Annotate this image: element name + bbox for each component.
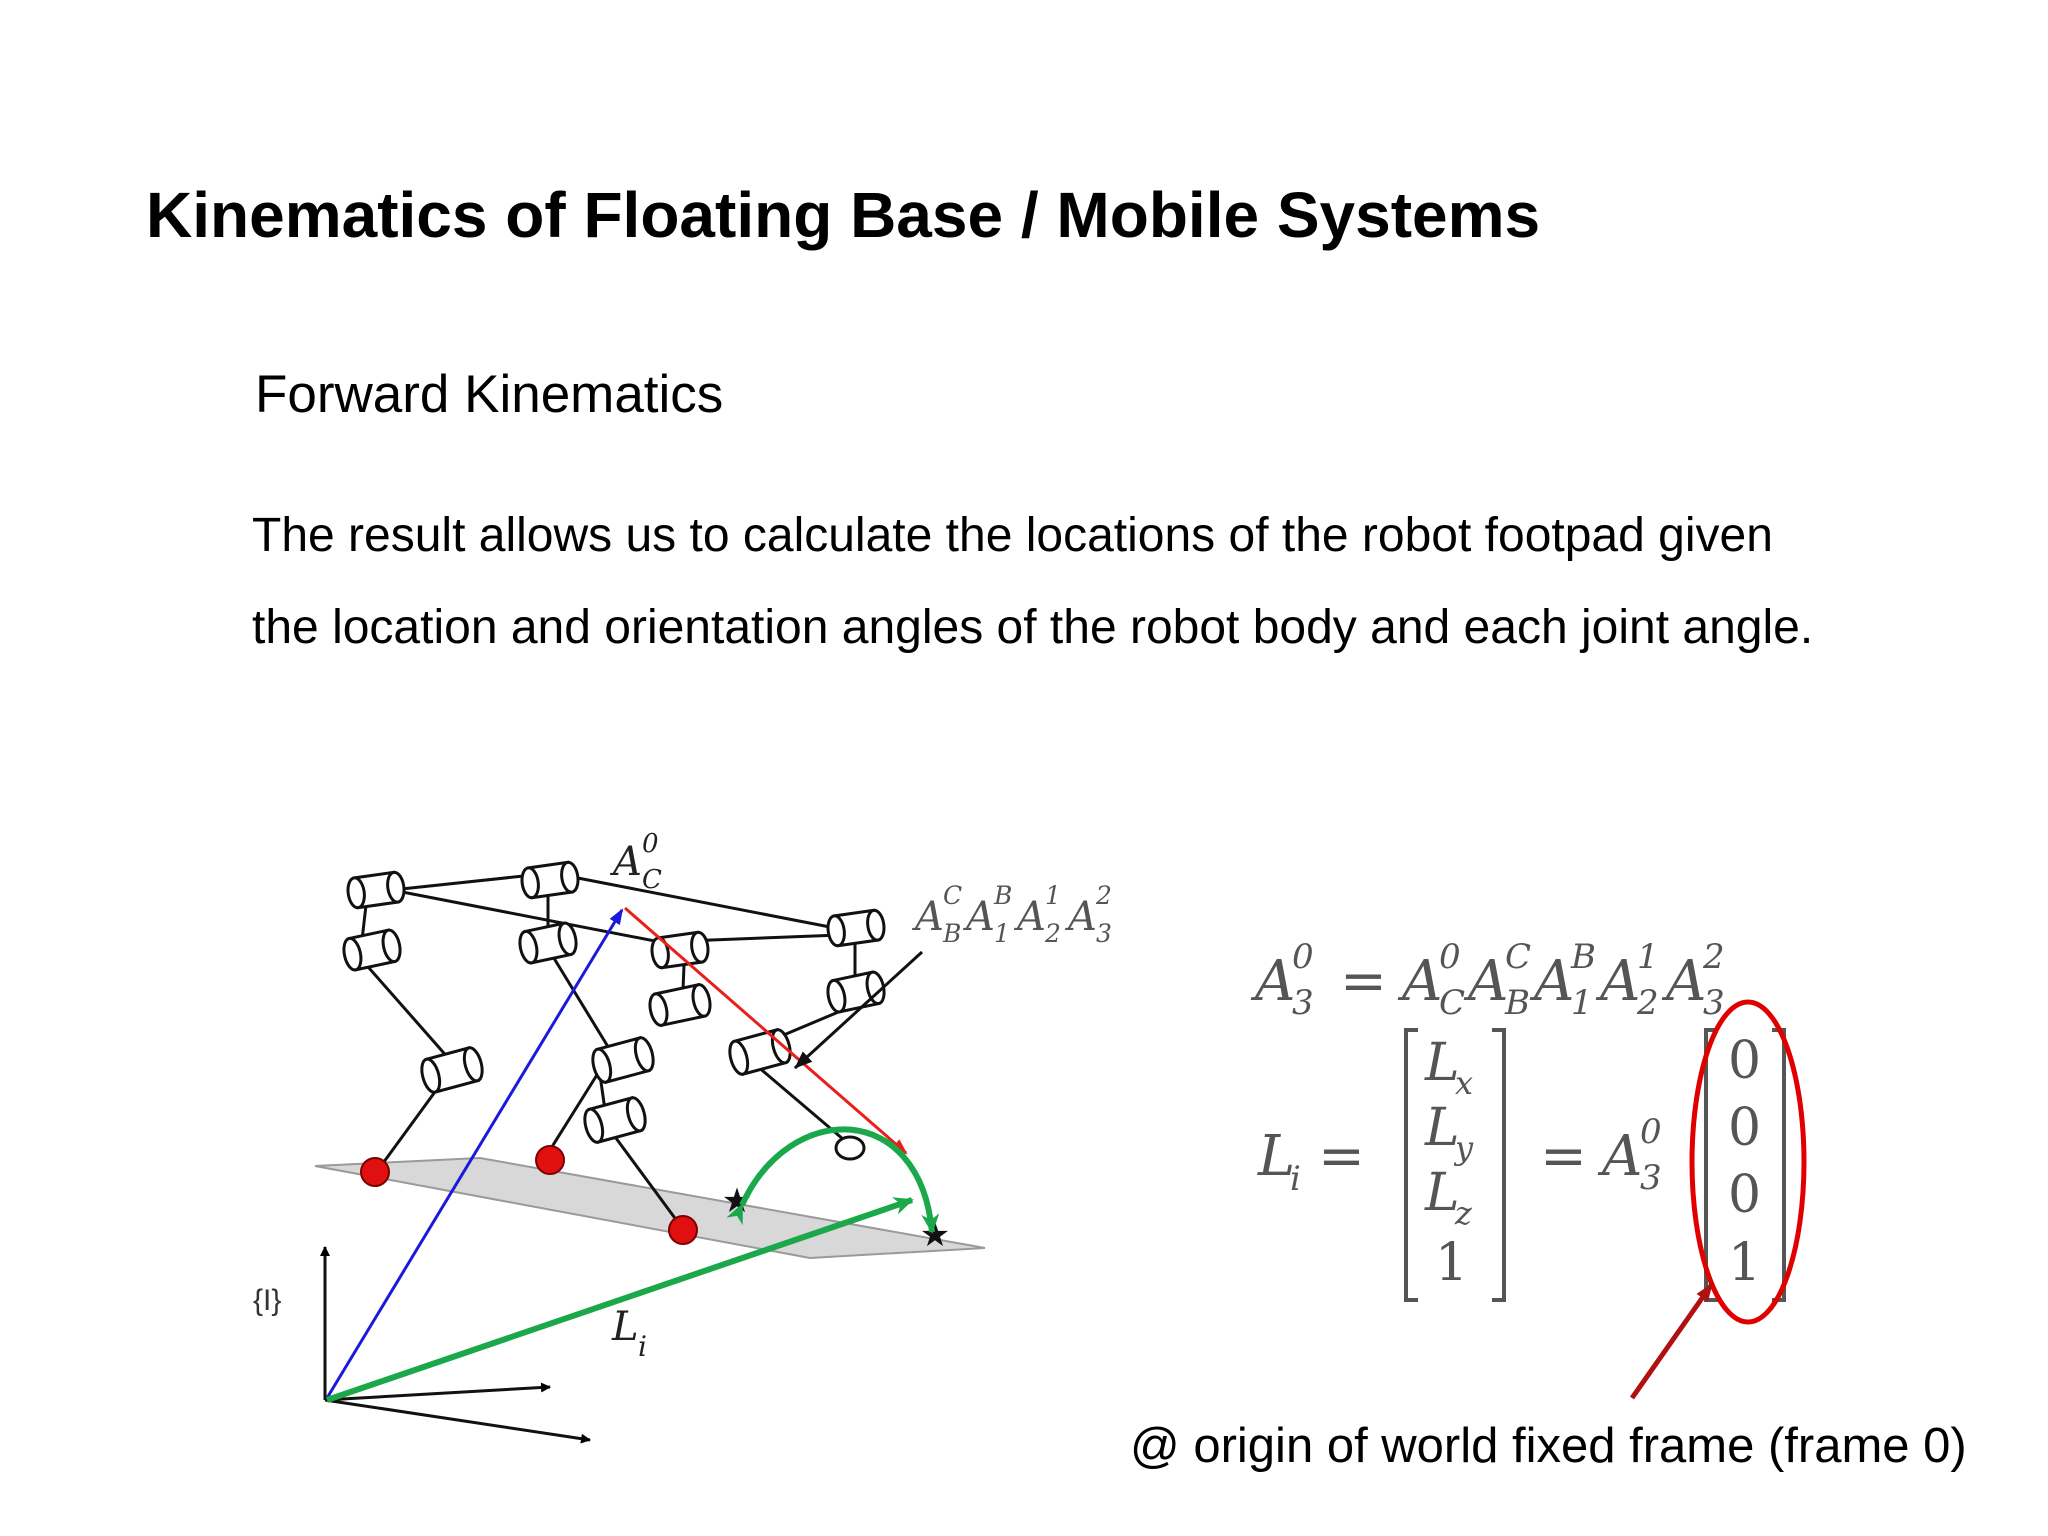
svg-text:L: L <box>1424 1033 1460 1093</box>
svg-text:3: 3 <box>1640 1158 1662 1198</box>
svg-text:A: A <box>1064 894 1097 940</box>
foot-contact <box>360 1157 390 1187</box>
svg-text:1: 1 <box>1728 1233 1761 1293</box>
svg-text:i: i <box>638 1330 647 1363</box>
svg-text:=: = <box>1540 1124 1587 1189</box>
svg-text:B: B <box>1570 937 1596 977</box>
svg-text:0: 0 <box>642 829 659 859</box>
svg-text:1: 1 <box>1637 937 1659 977</box>
svg-text:3: 3 <box>1096 919 1112 948</box>
svg-text:L: L <box>1257 1124 1295 1189</box>
matrix-bracket-left <box>1404 1028 1418 1302</box>
world-frame-axes <box>320 1246 591 1444</box>
svg-text:x: x <box>1455 1064 1473 1102</box>
svg-text:i: i <box>1290 1159 1301 1199</box>
svg-text:L: L <box>1424 1163 1460 1223</box>
svg-text:A: A <box>911 894 944 940</box>
svg-text:L: L <box>1424 1098 1460 1158</box>
svg-text:2: 2 <box>1636 983 1659 1023</box>
svg-text:1: 1 <box>1045 881 1061 910</box>
svg-text:0: 0 <box>1728 1098 1761 1158</box>
svg-text:3: 3 <box>1703 983 1725 1023</box>
svg-text:L: L <box>611 1304 639 1350</box>
svg-text:B: B <box>942 919 961 948</box>
slide-subtitle: Forward Kinematics <box>255 365 724 424</box>
svg-text:B: B <box>1504 983 1530 1023</box>
foot-vector-label: L i <box>611 1304 647 1363</box>
svg-text:A: A <box>1529 949 1574 1014</box>
leg-chain-label: A C B A B 1 A 1 2 A 2 3 <box>911 881 1112 948</box>
body-position-vector <box>325 908 624 1399</box>
svg-text:2: 2 <box>1095 881 1112 910</box>
svg-text:0: 0 <box>1728 1031 1761 1091</box>
leg-chain-vector <box>624 906 908 1155</box>
foot-contacts <box>360 1145 698 1245</box>
svg-text:0: 0 <box>1292 937 1314 977</box>
svg-text:=: = <box>1318 1124 1365 1189</box>
svg-text:B: B <box>993 881 1012 910</box>
equation-foot-position: L i = L x L y L z 1 = A 0 3 0 0 0 1 <box>1257 1028 1786 1302</box>
foot-contact <box>535 1145 565 1175</box>
svg-text:A: A <box>962 894 995 940</box>
svg-text:1: 1 <box>1571 983 1593 1023</box>
origin-bracket-left <box>1704 1028 1718 1302</box>
svg-text:A: A <box>1463 949 1508 1014</box>
body-text-line-2: the location and orientation angles of t… <box>252 601 1814 654</box>
svg-text:C: C <box>1505 937 1531 977</box>
svg-text:0: 0 <box>1439 937 1461 977</box>
svg-text:1: 1 <box>1435 1233 1468 1293</box>
svg-text:0: 0 <box>1728 1165 1761 1225</box>
foot-position-vector <box>326 1197 914 1403</box>
svg-text:2: 2 <box>1044 919 1061 948</box>
svg-text:A: A <box>609 839 642 885</box>
svg-text:A: A <box>1597 1124 1642 1189</box>
svg-text:C: C <box>642 865 662 895</box>
origin-bracket-right <box>1772 1028 1786 1302</box>
body-text-line-1: The result allows us to calculate the lo… <box>252 509 1773 562</box>
svg-text:=: = <box>1340 949 1387 1014</box>
svg-text:y: y <box>1453 1129 1474 1167</box>
svg-text:3: 3 <box>1292 983 1314 1023</box>
foot-contact <box>668 1215 698 1245</box>
origin-callout-arrow <box>1629 1282 1715 1400</box>
footstep-star-icon: ★ <box>920 1215 950 1255</box>
joint-cylinders <box>342 860 886 1144</box>
slide-title: Kinematics of Floating Base / Mobile Sys… <box>146 179 1541 251</box>
foot-swing-arc <box>726 1126 940 1234</box>
svg-text:A: A <box>1013 894 1046 940</box>
world-frame-label: {I} <box>253 1284 281 1317</box>
svg-text:2: 2 <box>1702 937 1725 977</box>
body-transform-label: A 0 C <box>609 829 662 895</box>
origin-vector-highlight <box>1689 999 1807 1325</box>
chain-callout-arrow <box>793 950 924 1070</box>
svg-text:z: z <box>1454 1194 1473 1232</box>
matrix-bracket-right <box>1492 1028 1506 1302</box>
svg-text:A: A <box>1595 949 1640 1014</box>
footstep-star-icon: ★ <box>722 1181 752 1221</box>
origin-caption: @ origin of world fixed frame (frame 0) <box>1130 1419 1967 1473</box>
svg-text:A: A <box>1397 949 1442 1014</box>
svg-text:0: 0 <box>1640 1112 1662 1152</box>
svg-text:C: C <box>1439 983 1465 1023</box>
svg-text:C: C <box>943 881 962 910</box>
equation-transform-product: A 0 3 = A 0 C A C B A B 1 A 1 2 A 2 3 <box>1250 937 1725 1023</box>
svg-text:1: 1 <box>994 919 1010 948</box>
svg-text:A: A <box>1250 949 1295 1014</box>
swing-foot <box>834 1135 866 1161</box>
svg-text:A: A <box>1661 949 1706 1014</box>
